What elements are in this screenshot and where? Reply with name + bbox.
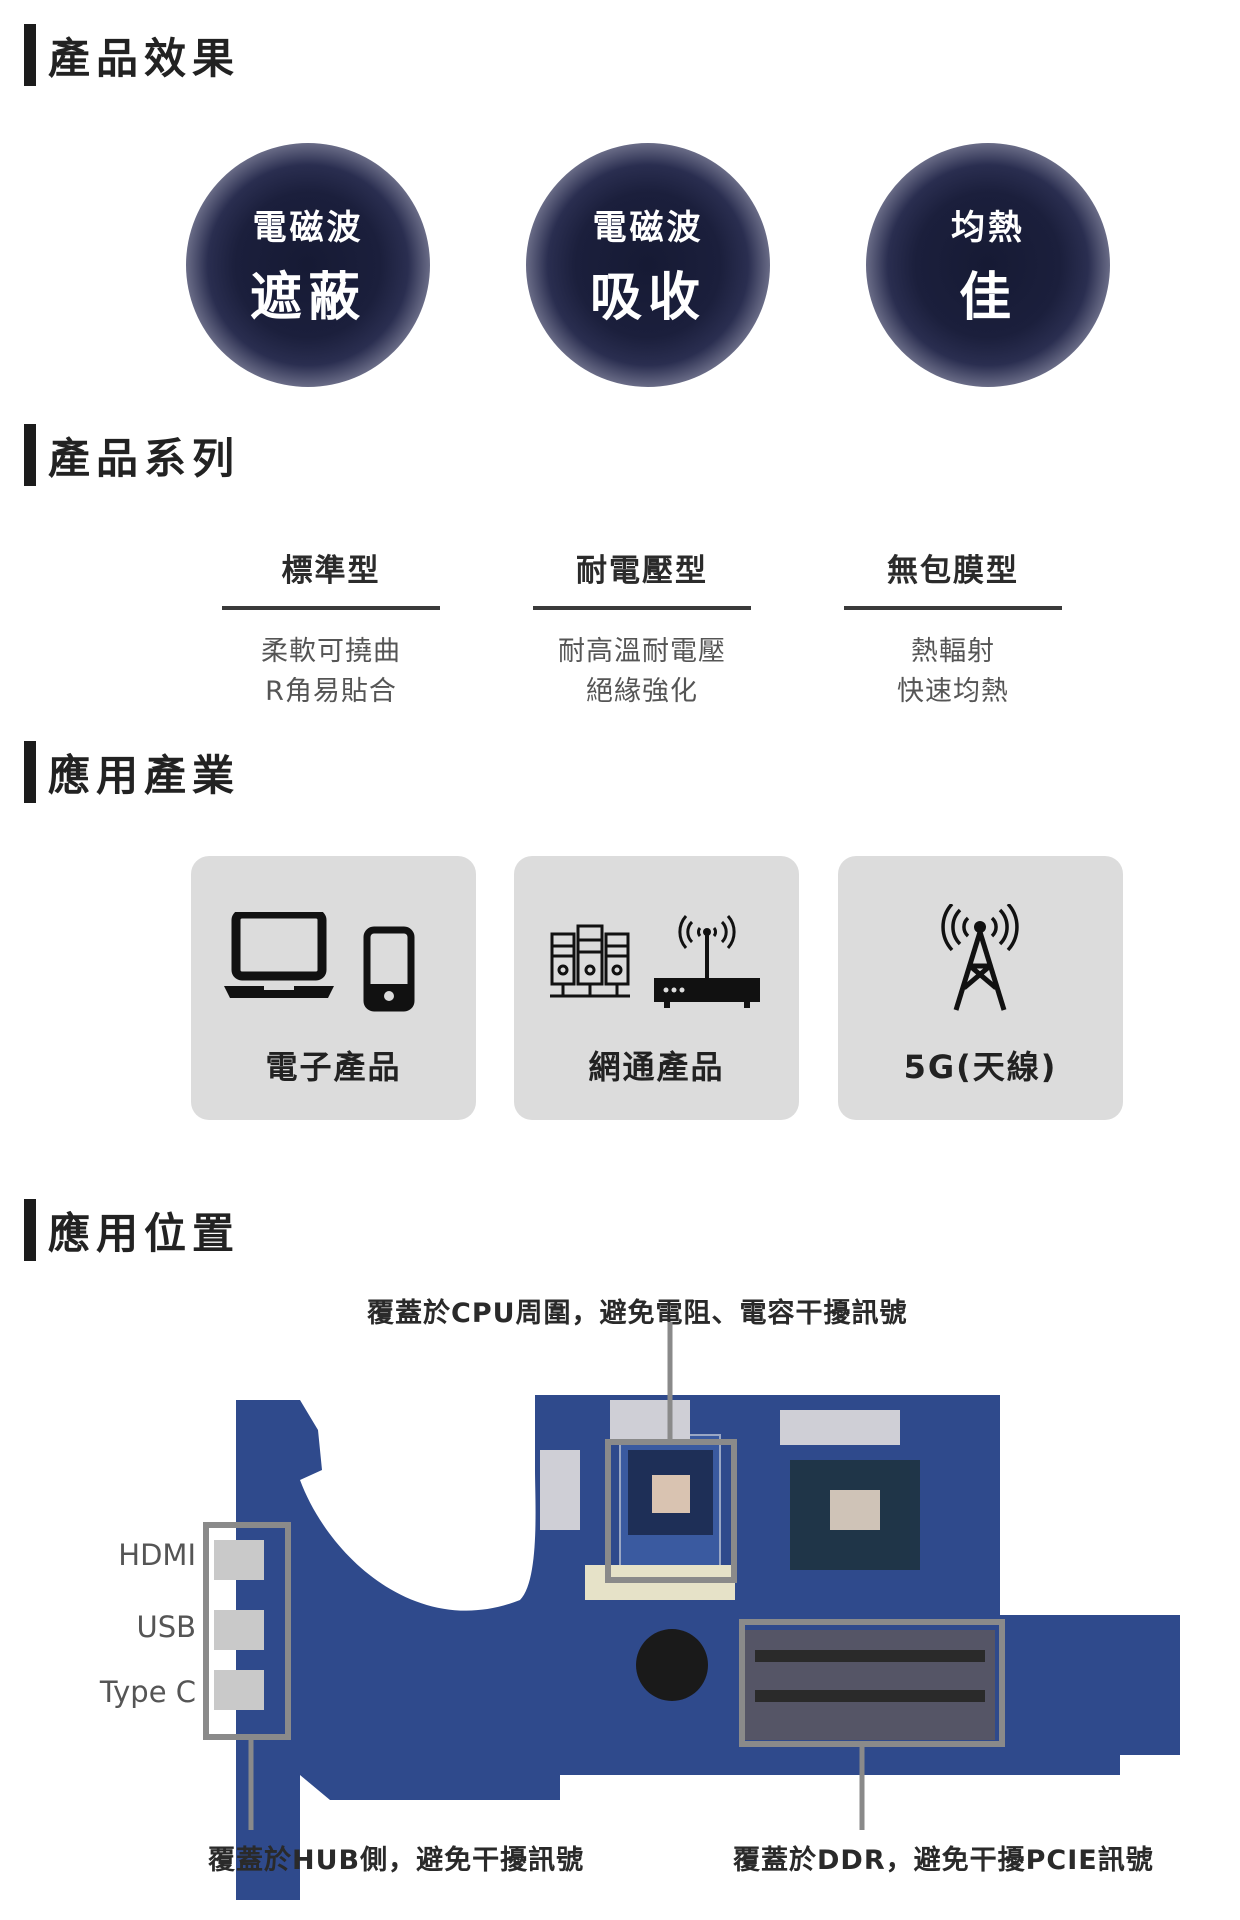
series-name: 標準型 (281, 553, 381, 589)
series-divider (844, 606, 1062, 610)
series-desc-line2: R角易貼合 (265, 676, 397, 707)
series-desc-line2: 快速均熱 (897, 676, 1009, 707)
title-bar (24, 1199, 36, 1261)
series-desc-line1: 耐高溫耐電壓 (558, 636, 726, 667)
series-desc: 熱輻射 快速均熱 (844, 632, 1062, 712)
title-bar (24, 424, 36, 486)
series-voltage: 耐電壓型 耐高溫耐電壓 絕緣強化 (533, 546, 751, 712)
callout-hub: 覆蓋於HUB側，避免干擾訊號 (208, 1845, 585, 1876)
series-desc-line1: 熱輻射 (911, 636, 995, 667)
laptop-icon (224, 912, 334, 998)
router-icon (654, 915, 760, 1008)
effect-circle-absorption: 電磁波 吸收 (526, 143, 770, 387)
industry-card-network: 網通產品 (514, 856, 799, 1120)
title-bar (24, 741, 36, 803)
smartphone-icon (363, 926, 415, 1012)
antenna-tower-icon (941, 904, 1019, 1011)
port-label-usb: USB (136, 1610, 196, 1644)
callout-ddr: 覆蓋於DDR，避免干擾PCIE訊號 (733, 1845, 1154, 1876)
section-title-text: 產品效果 (48, 33, 241, 83)
industry-label: 5G(天線) (903, 1048, 1058, 1086)
server-icon (550, 924, 630, 998)
industry-card-electronics: 電子產品 (191, 856, 476, 1120)
series-desc-line1: 柔軟可撓曲 (261, 636, 401, 667)
effect-line2: 吸收 (589, 268, 706, 328)
series-name: 耐電壓型 (576, 553, 708, 589)
effect-line1: 均熱 (951, 208, 1025, 248)
series-desc: 耐高溫耐電壓 絕緣強化 (533, 632, 751, 712)
title-bar (24, 24, 36, 86)
effect-line1: 電磁波 (252, 208, 364, 248)
section-title-position: 應用位置 (24, 1199, 240, 1261)
section-title-series: 產品系列 (24, 424, 240, 486)
series-desc: 柔軟可撓曲 R角易貼合 (222, 632, 440, 712)
effect-circle-shielding: 電磁波 遮蔽 (186, 143, 430, 387)
section-title-text: 應用產業 (48, 750, 241, 800)
section-title-text: 產品系列 (48, 433, 241, 483)
section-title-industry: 應用產業 (24, 741, 240, 803)
series-divider (533, 606, 751, 610)
section-title-text: 應用位置 (48, 1208, 241, 1258)
port-label-hdmi: HDMI (118, 1538, 196, 1572)
callout-cpu: 覆蓋於CPU周圍，避免電阻、電容干擾訊號 (367, 1298, 908, 1329)
industry-label: 網通產品 (588, 1048, 725, 1086)
effect-line1: 電磁波 (592, 208, 704, 248)
industry-label: 電子產品 (265, 1048, 402, 1086)
effect-line2: 佳 (958, 268, 1017, 328)
effect-line2: 遮蔽 (249, 268, 366, 328)
series-unwrapped: 無包膜型 熱輻射 快速均熱 (844, 546, 1062, 712)
series-desc-line2: 絕緣強化 (586, 676, 698, 707)
series-standard: 標準型 柔軟可撓曲 R角易貼合 (222, 546, 440, 712)
series-name: 無包膜型 (887, 553, 1019, 589)
effect-circle-heat: 均熱 佳 (866, 143, 1110, 387)
section-title-effect: 產品效果 (24, 24, 240, 86)
series-divider (222, 606, 440, 610)
industry-card-5g: 5G(天線) (838, 856, 1123, 1120)
port-label-typec: Type C (99, 1675, 196, 1709)
